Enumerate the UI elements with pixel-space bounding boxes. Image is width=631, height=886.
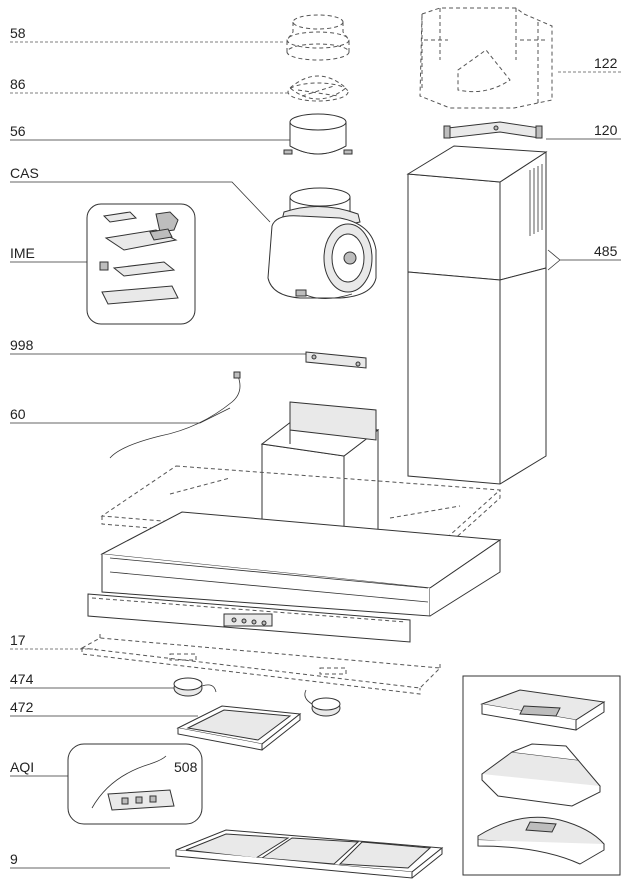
label-508: 508 bbox=[174, 759, 198, 775]
label-120-group: 120 bbox=[546, 122, 621, 140]
leader-485 bbox=[547, 249, 621, 271]
part-86-check-valve bbox=[287, 75, 349, 102]
label-cas: CAS bbox=[10, 165, 39, 181]
label-472: 472 bbox=[10, 699, 34, 715]
label-aqi-group: AQI bbox=[10, 759, 68, 777]
label-474-group: 474 bbox=[10, 671, 178, 689]
part-ime-electronics bbox=[86, 203, 196, 325]
label-17-group: 17 bbox=[10, 632, 96, 650]
part-58-adapter-ring bbox=[286, 14, 350, 61]
label-9: 9 bbox=[10, 851, 18, 867]
label-aqi: AQI bbox=[10, 759, 34, 775]
label-485: 485 bbox=[594, 243, 618, 259]
part-aqi-sensor-kit: 508 bbox=[67, 743, 203, 825]
label-cas-group: CAS bbox=[10, 165, 271, 223]
part-120-chimney-bracket bbox=[443, 121, 543, 139]
leader-998 bbox=[10, 353, 331, 359]
part-122-ceiling-box bbox=[419, 7, 553, 109]
part-cas-blower bbox=[267, 187, 377, 299]
label-56: 56 bbox=[10, 123, 26, 139]
label-ime-group: IME bbox=[10, 245, 88, 263]
label-122: 122 bbox=[594, 55, 618, 71]
label-998-group: 998 bbox=[10, 337, 331, 359]
label-122-group: 122 bbox=[556, 55, 621, 73]
part-998-bracket bbox=[305, 351, 367, 369]
leader-cas bbox=[10, 181, 271, 223]
label-485-group: 485 bbox=[547, 243, 621, 271]
label-472-group: 472 bbox=[10, 699, 198, 717]
part-9-grease-filters bbox=[175, 829, 444, 879]
label-56-group: 56 bbox=[10, 123, 290, 141]
part-485-chimney-cover bbox=[406, 145, 548, 485]
inset-alternative-canopies bbox=[462, 675, 621, 876]
label-60-group: 60 bbox=[10, 406, 231, 424]
leader-60 bbox=[10, 407, 231, 424]
part-60-power-cable bbox=[109, 371, 241, 459]
label-58: 58 bbox=[10, 25, 26, 41]
part-glass-canopy bbox=[100, 465, 502, 553]
label-17: 17 bbox=[10, 632, 26, 648]
label-998: 998 bbox=[10, 337, 34, 353]
label-58-group: 58 bbox=[10, 25, 285, 43]
label-60: 60 bbox=[10, 406, 26, 422]
part-472-lamp-frame bbox=[176, 705, 302, 751]
part-control-panel bbox=[87, 593, 411, 643]
part-474-lamps bbox=[173, 677, 341, 717]
label-474: 474 bbox=[10, 671, 34, 687]
label-86-group: 86 bbox=[10, 76, 288, 94]
label-ime: IME bbox=[10, 245, 35, 261]
part-hood-body bbox=[100, 511, 502, 617]
label-120: 120 bbox=[594, 122, 618, 138]
part-56-collar bbox=[283, 113, 353, 155]
label-9-group: 9 bbox=[10, 851, 170, 869]
part-17-lower-frame bbox=[80, 632, 442, 695]
label-86: 86 bbox=[10, 76, 26, 92]
